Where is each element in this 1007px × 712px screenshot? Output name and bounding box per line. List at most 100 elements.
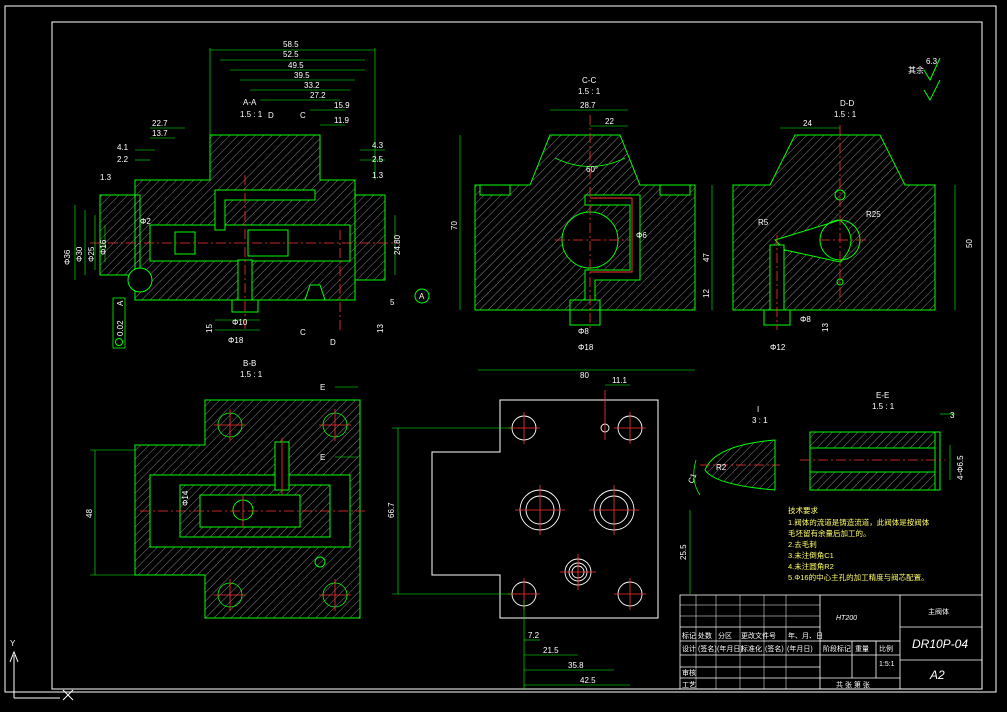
sheet-inner-frame	[51, 21, 983, 690]
dim-28-7: 28.7	[580, 101, 596, 110]
sheet-outer-frame	[4, 5, 997, 693]
tb-stage-label: 阶段标记	[823, 644, 851, 653]
dim-2-5: 2.5	[372, 155, 384, 164]
note-item-5: 4.未注圆角R2	[788, 561, 834, 571]
dim-39-5: 39.5	[294, 71, 310, 80]
section-dd-scale: 1.5 : 1	[834, 110, 857, 119]
dim-49-5: 49.5	[288, 61, 304, 70]
tb-row1-mark: 标记	[682, 631, 696, 640]
concentricity-icon	[115, 338, 123, 346]
dim-1-3: 1.3	[100, 173, 112, 182]
tb-row1-zone: 分区	[718, 631, 732, 640]
tb-design: 设计	[682, 644, 696, 653]
dim-d25: Φ25	[87, 246, 96, 262]
section-aa-scale: 1.5 : 1	[240, 110, 263, 119]
detail-i-title: I	[757, 405, 759, 414]
tolerance-datum: A	[116, 300, 125, 306]
dim-27-2: 27.2	[310, 91, 326, 100]
title-part-name: 主阀体	[928, 607, 949, 616]
section-aa-title: A-A	[243, 98, 257, 107]
dim-13-dd: 13	[821, 323, 830, 332]
detail-i-scale: 3 : 1	[752, 416, 768, 425]
dim-52-5: 52.5	[283, 50, 299, 59]
dim-7-2: 7.2	[528, 631, 540, 640]
dim-80: 80	[580, 371, 589, 380]
dim-22: 22	[605, 117, 614, 126]
dim-d2: Φ2	[140, 217, 151, 226]
section-cc-title: C-C	[582, 76, 596, 85]
dim-4-1: 4.1	[117, 143, 129, 152]
dim-58-5: 58.5	[283, 40, 299, 49]
dim-d18: Φ18	[228, 336, 244, 345]
dim-c1: C1	[686, 471, 698, 484]
dim-50: 50	[965, 239, 974, 248]
section-cc-scale: 1.5 : 1	[578, 87, 601, 96]
dim-11-9: 11.9	[334, 116, 350, 125]
tb-scale-value: 1:5:1	[879, 661, 895, 668]
tb-row1-change: 更改文件号	[741, 631, 776, 640]
tb-design-sign: (签名)	[698, 644, 717, 653]
dim-d14: Φ14	[181, 490, 190, 506]
technical-notes: 技术要求 1.阀体的流道是铸造流道，此阀体是按阀体 毛坯留有余量后加工的。 2.…	[788, 505, 930, 582]
dim-4-d6-5: 4-Φ6.5	[956, 455, 965, 480]
tb-scale-label: 比例	[879, 644, 893, 653]
roughness-value: 6.3	[926, 57, 938, 66]
plan-view: 66.7 25.5 11.1 7.2 21.5 35.8 42.5	[387, 376, 691, 690]
detail-i-view: I 3 : 1 R2 C1	[686, 405, 780, 496]
tb-row1-date: 年、月、日	[788, 631, 823, 640]
dim-d10: Φ10	[232, 318, 248, 327]
dim-33-2: 33.2	[304, 81, 320, 90]
dim-15: 15	[205, 324, 214, 333]
dim-21-5: 21.5	[543, 646, 559, 655]
section-ee-scale: 1.5 : 1	[872, 402, 895, 411]
dim-d36: Φ36	[63, 249, 72, 265]
dim-d12: Φ12	[770, 343, 786, 352]
tb-row1-count: 处数	[698, 631, 712, 640]
dim-42-5: 42.5	[580, 676, 596, 685]
section-bb-title: B-B	[243, 359, 256, 368]
tb-standard-sign: (签名)	[765, 644, 784, 653]
ucs-icon	[9, 650, 74, 701]
cut-d-top: D	[268, 111, 274, 120]
datum-a-label: A	[419, 292, 425, 301]
dim-13-7: 13.7	[152, 129, 168, 138]
section-bb-view: 48 Φ14 E E	[85, 383, 365, 619]
dim-12: 12	[702, 289, 711, 298]
dim-d8-dd: Φ8	[800, 315, 811, 324]
dim-d30: Φ30	[75, 246, 84, 262]
cut-d-bottom: D	[330, 338, 336, 347]
title-block	[679, 594, 983, 690]
section-cc-view: C-C 1.5 : 1 28.7 22 60° 70 47 12 80 Φ8 Φ…	[450, 76, 713, 380]
dim-66-7: 66.7	[387, 502, 396, 518]
note-item-4: 3.未注倒角C1	[788, 550, 834, 560]
roughness-symbol-icon	[923, 79, 941, 102]
dim-2-2: 2.2	[117, 155, 129, 164]
tb-review: 审核	[682, 668, 696, 677]
section-dd-view: D-D 1.5 : 1 24 50 R25 R5 Φ12 Φ8 13 其余 6.…	[732, 57, 974, 352]
tolerance-frame	[112, 297, 126, 349]
dim-13: 13	[376, 324, 385, 333]
dim-5: 5	[390, 298, 395, 307]
note-item-2: 毛坯留有余量后加工的。	[788, 528, 871, 538]
dim-d6: Φ6	[636, 231, 647, 240]
dim-22-7: 22.7	[152, 119, 168, 128]
cut-e-top: E	[320, 383, 325, 392]
dim-3: 3	[950, 411, 955, 420]
dim-11-1: 11.1	[612, 376, 628, 385]
notes-title: 技术要求	[788, 505, 818, 515]
section-bb-scale: 1.5 : 1	[240, 370, 263, 379]
cut-c-top: C	[300, 111, 306, 120]
dim-70: 70	[450, 221, 459, 230]
note-item-3: 2.去毛刺	[788, 539, 817, 549]
dim-24-dd: 24	[803, 119, 812, 128]
section-ee-view: E-E 1.5 : 1 3 4-Φ6.5	[800, 391, 965, 491]
dim-47: 47	[702, 253, 711, 262]
roughness-label: 其余	[908, 65, 924, 75]
tb-weight-label: 重量	[855, 645, 869, 653]
tb-standard: 标准化	[741, 644, 762, 653]
note-item-1: 1.阀体的流道是铸造流道，此阀体是按阀体	[788, 517, 930, 527]
title-sheet-size: A2	[929, 668, 945, 682]
cut-e-bottom: E	[320, 453, 325, 462]
dim-r5: R5	[758, 218, 769, 227]
